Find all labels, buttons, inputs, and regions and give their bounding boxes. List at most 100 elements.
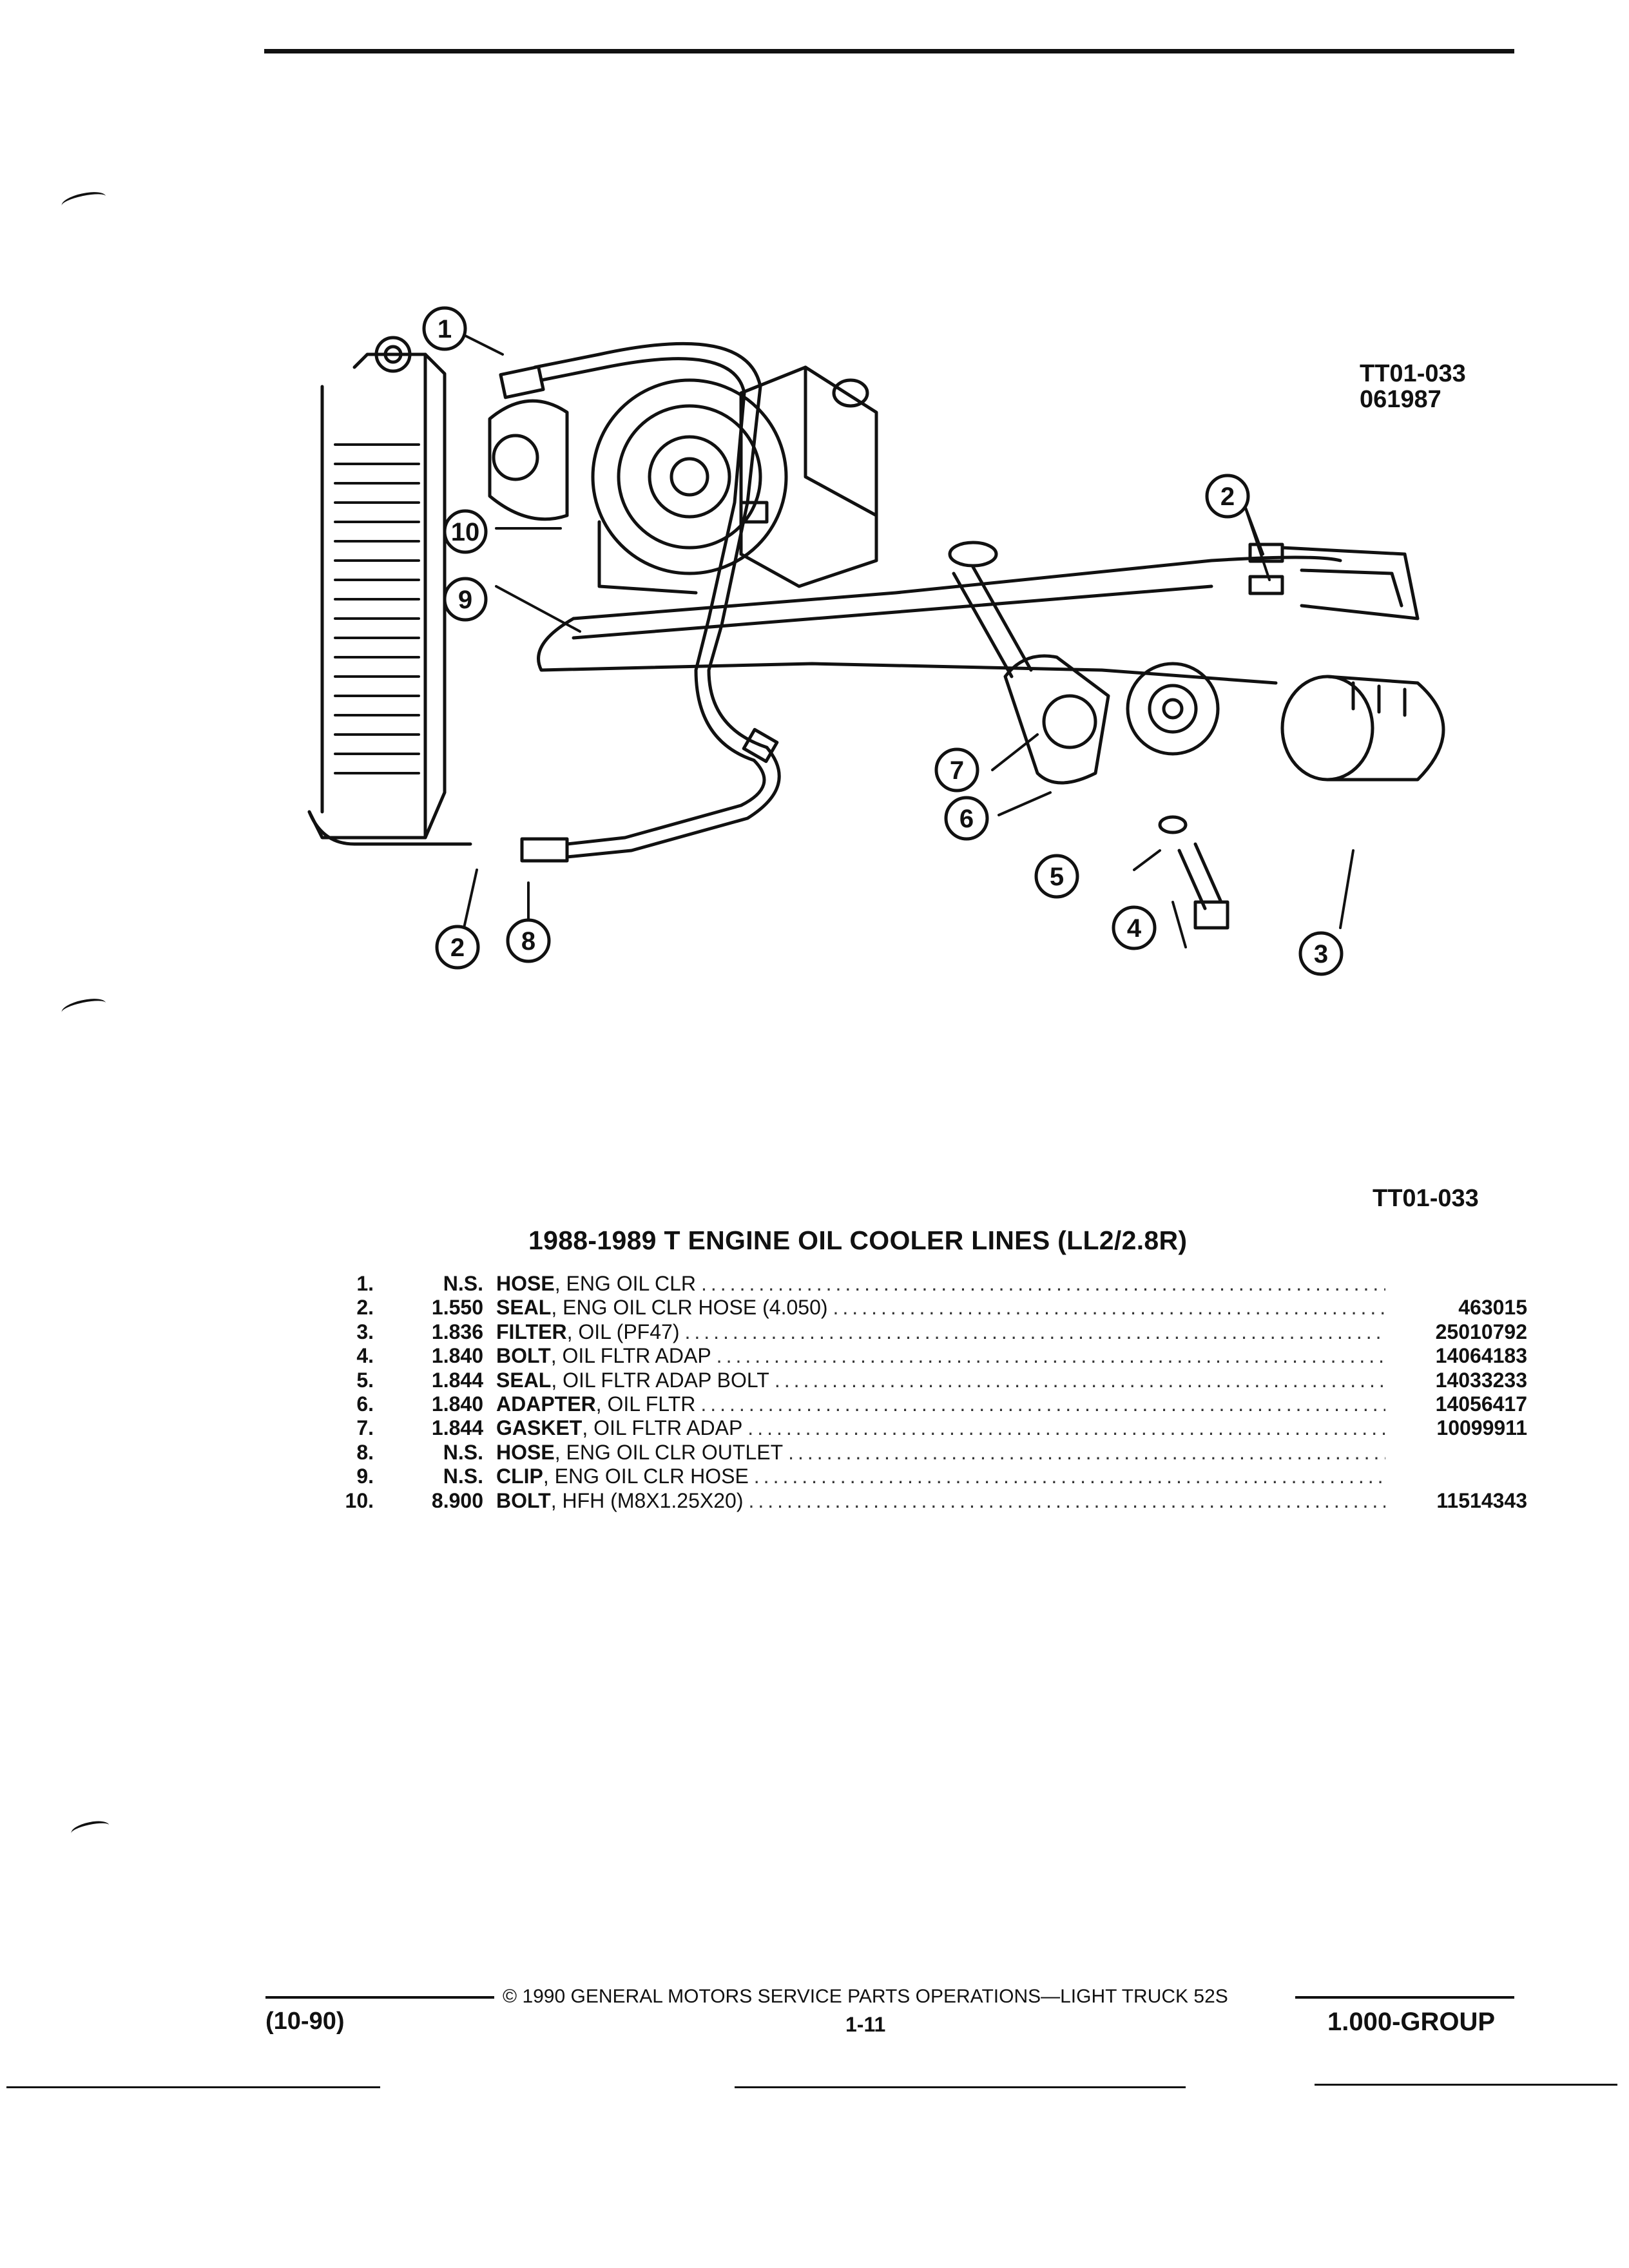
footer-copyright: © 1990 GENERAL MOTORS SERVICE PARTS OPER… — [503, 1986, 1228, 2007]
bottom-scan-line-left — [6, 2086, 380, 2088]
item-number: 6. — [356, 1392, 374, 1416]
item-number: 4. — [356, 1344, 374, 1368]
dot-leader: ........................................… — [774, 1368, 1385, 1392]
dot-leader: ........................................… — [833, 1296, 1385, 1320]
hose-1-drawing — [499, 341, 781, 863]
figure-ref-date: 061987 — [1360, 386, 1441, 413]
section-title: 1988-1989 T ENGINE OIL COOLER LINES (LL2… — [528, 1225, 1188, 1255]
item-number: 7. — [356, 1416, 374, 1440]
group-code: N.S. — [443, 1440, 483, 1464]
callout-2-lower: 2 — [435, 925, 480, 970]
item-number: 9. — [356, 1465, 374, 1488]
binder-mark-middle — [60, 995, 108, 1021]
part-description: , OIL FLTR — [595, 1392, 696, 1416]
group-code: N.S. — [443, 1465, 483, 1488]
part-number: 14064183 — [1435, 1344, 1527, 1368]
part-number: 14033233 — [1435, 1368, 1527, 1392]
dot-leader: ........................................… — [753, 1465, 1385, 1488]
part-name: SEAL — [496, 1296, 552, 1320]
svg-text:9: 9 — [458, 586, 472, 614]
item-number: 10. — [345, 1488, 374, 1512]
group-code: 1.840 — [431, 1344, 483, 1368]
part-row: 9. N.S. CLIP, ENG OIL CLR HOSE..........… — [335, 1465, 1527, 1488]
binder-mark-bottom — [70, 1818, 111, 1840]
svg-text:2: 2 — [450, 934, 465, 962]
part-description: , ENG OIL CLR HOSE (4.050) — [551, 1296, 828, 1320]
reservoir-drawing — [739, 365, 878, 588]
group-code: 8.900 — [431, 1488, 483, 1512]
svg-text:8: 8 — [521, 927, 535, 956]
callout-5: 5 — [1034, 854, 1079, 899]
part-number: 463015 — [1458, 1296, 1527, 1320]
item-number: 1. — [356, 1272, 374, 1295]
part-row: 2. 1.550 SEAL, ENG OIL CLR HOSE (4.050).… — [335, 1296, 1527, 1320]
callout-2-upper: 2 — [1205, 474, 1250, 519]
part-row: 6. 1.840 ADAPTER, OIL FLTR..............… — [335, 1392, 1527, 1416]
part-row: 7. 1.844 GASKET, OIL FLTR ADAP..........… — [335, 1416, 1527, 1440]
group-code: 1.840 — [431, 1392, 483, 1416]
dot-leader: ........................................… — [684, 1320, 1385, 1343]
dot-leader: ........................................… — [788, 1440, 1385, 1464]
callout-7: 7 — [934, 747, 979, 793]
svg-text:7: 7 — [950, 756, 964, 785]
parts-list: 1. N.S. HOSE, ENG OIL CLR...............… — [335, 1272, 1527, 1513]
bolt-seal-drawing — [1158, 815, 1229, 930]
group-code: 1.836 — [431, 1320, 483, 1343]
part-number: 25010792 — [1435, 1320, 1527, 1343]
binder-mark-top — [60, 188, 108, 214]
part-description: , ENG OIL CLR HOSE — [543, 1465, 749, 1488]
part-number: 10099911 — [1436, 1416, 1527, 1440]
svg-text:2: 2 — [1220, 483, 1235, 511]
part-row: 5. 1.844 SEAL, OIL FLTR ADAP BOLT.......… — [335, 1369, 1527, 1392]
footer-revision-date: (10-90) — [265, 2008, 345, 2035]
callout-10: 10 — [443, 509, 488, 554]
callout-9: 9 — [443, 577, 488, 622]
svg-text:1: 1 — [438, 315, 452, 343]
callout-8: 8 — [506, 918, 551, 963]
group-code: 1.844 — [431, 1368, 483, 1392]
footer-page-number: 1-11 — [845, 2013, 886, 2036]
part-name: FILTER — [496, 1320, 567, 1343]
part-description: , OIL (PF47) — [566, 1320, 680, 1343]
item-number: 2. — [356, 1296, 374, 1320]
part-description: , ENG OIL CLR OUTLET — [554, 1440, 784, 1464]
dot-leader: ........................................… — [701, 1272, 1385, 1295]
footer-rule-right — [1295, 1996, 1514, 1999]
part-name: SEAL — [496, 1368, 552, 1392]
svg-text:3: 3 — [1314, 940, 1328, 968]
svg-text:6: 6 — [959, 805, 974, 833]
part-name: BOLT — [496, 1344, 551, 1368]
callout-4: 4 — [1112, 905, 1157, 950]
footer-group-code: 1.000-GROUP — [1327, 2008, 1496, 2036]
part-description: , HFH (M8X1.25X20) — [550, 1488, 744, 1512]
part-row: 8. N.S. HOSE, ENG OIL CLR OUTLET........… — [335, 1441, 1527, 1465]
part-name: GASKET — [496, 1416, 583, 1440]
group-code: 1.550 — [431, 1296, 483, 1320]
svg-text:4: 4 — [1127, 914, 1142, 943]
bottom-scan-line-right — [1315, 2084, 1617, 2086]
part-name: ADAPTER — [496, 1392, 596, 1416]
part-name: HOSE — [496, 1272, 555, 1295]
part-description: , OIL FLTR ADAP — [550, 1344, 711, 1368]
part-number: 11514343 — [1436, 1488, 1527, 1512]
footer-rule-left — [265, 1996, 494, 1999]
figure-ref-code: TT01-033 — [1360, 360, 1466, 387]
svg-text:5: 5 — [1050, 863, 1064, 891]
part-number: 14056417 — [1435, 1392, 1527, 1416]
callout-1: 1 — [422, 306, 467, 351]
part-name: BOLT — [496, 1488, 551, 1512]
dot-leader: ........................................… — [748, 1488, 1385, 1512]
group-code: N.S. — [443, 1272, 483, 1295]
part-row: 10. 8.900 BOLT, HFH (M8X1.25X20)........… — [335, 1489, 1527, 1513]
cooler-tube-drawing — [537, 543, 1420, 685]
top-rule — [264, 49, 1514, 53]
part-row: 4. 1.840 BOLT, OIL FLTR ADAP............… — [335, 1344, 1527, 1368]
oil-cooler-lines-diagram: 1 2 3 4 5 6 7 2 8 9 10 — [307, 306, 1445, 976]
radiator-drawing — [307, 336, 472, 846]
svg-text:10: 10 — [451, 518, 480, 546]
item-number: 3. — [356, 1320, 374, 1343]
dot-leader: ........................................… — [700, 1392, 1385, 1416]
part-name: CLIP — [496, 1465, 543, 1488]
bottom-scan-line-middle — [735, 2086, 1186, 2088]
